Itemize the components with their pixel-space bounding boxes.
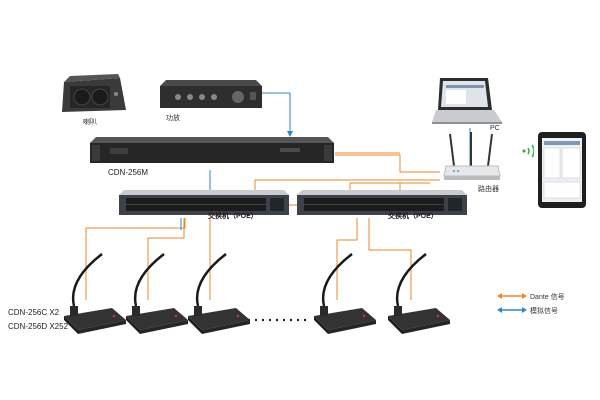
processor-unit-image bbox=[90, 137, 334, 163]
wifi-icon bbox=[522, 144, 534, 158]
legend-dante-arrow bbox=[497, 293, 527, 299]
legend-dante-label: Dante 信号 bbox=[530, 294, 565, 301]
laptop-image bbox=[432, 78, 502, 124]
switch-left-label: 交换机（POE） bbox=[208, 213, 258, 220]
microphone-2 bbox=[126, 253, 188, 334]
legend-analog-label: 模拟信号 bbox=[530, 308, 558, 315]
amplifier-label: 功放 bbox=[166, 115, 180, 122]
tablet-image bbox=[538, 132, 586, 208]
dante-wire-mics-right bbox=[336, 218, 412, 300]
speaker-label: 喇叭 bbox=[83, 119, 97, 126]
router-label: 路由器 bbox=[478, 186, 499, 193]
microphone-4 bbox=[314, 253, 376, 334]
microphone-3 bbox=[188, 253, 250, 334]
switch-right-image bbox=[297, 190, 467, 215]
analog-wire-amp-processor bbox=[262, 92, 293, 137]
model-c-label: CDN-256C X2 bbox=[8, 308, 60, 317]
switch-left-image bbox=[119, 190, 289, 215]
amplifier-image bbox=[160, 80, 262, 108]
microphone-5 bbox=[388, 253, 450, 334]
speaker-image bbox=[62, 74, 126, 112]
dante-wire-processor-router bbox=[335, 152, 440, 173]
model-d-label: CDN-256D X252 bbox=[8, 322, 69, 331]
pc-label: PC bbox=[490, 125, 500, 132]
legend-analog-arrow bbox=[497, 307, 527, 313]
processor-label: CDN-256M bbox=[108, 168, 149, 177]
microphone-1 bbox=[64, 253, 126, 334]
router-image bbox=[443, 132, 501, 180]
switch-right-label: 交换机（POE） bbox=[388, 213, 438, 220]
